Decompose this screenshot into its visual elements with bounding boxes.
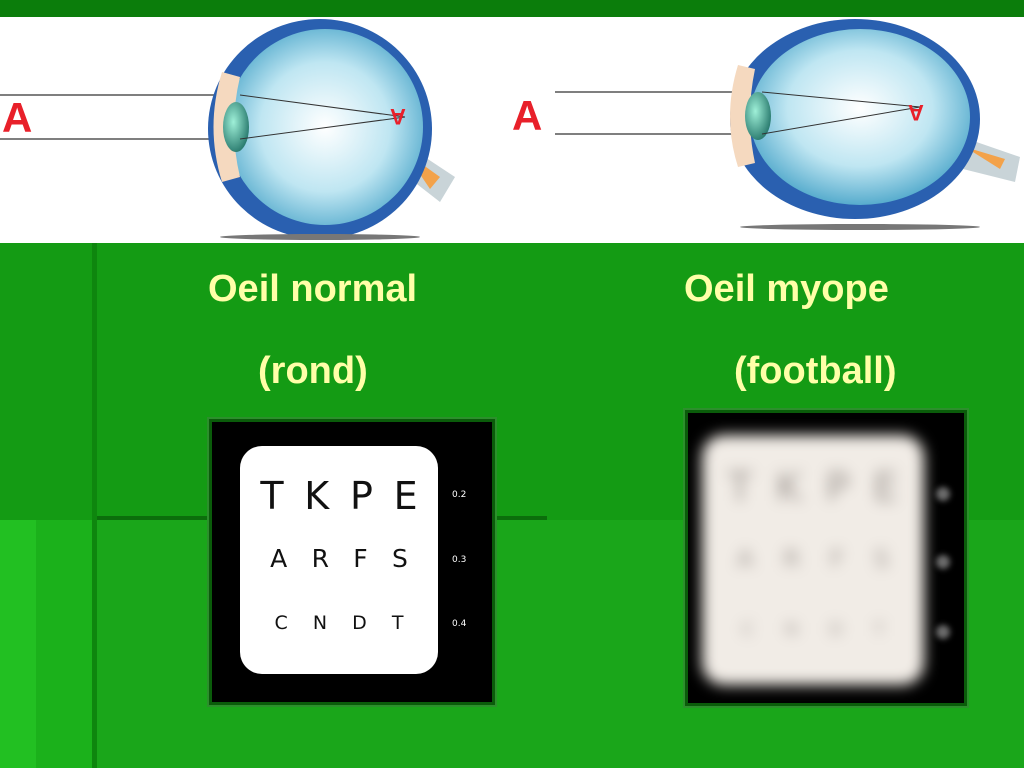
chart-letter: R (783, 545, 801, 573)
chart-letter: F (829, 545, 844, 573)
object-letter-myopic: A (512, 92, 543, 139)
chart-letter: E (393, 474, 418, 518)
chart-letter: D (352, 612, 367, 634)
chart-letter: T (727, 465, 753, 511)
decor-vertical-line (92, 243, 97, 768)
chart-row-3: C N D T (702, 620, 924, 640)
chart-letter: P (349, 474, 373, 518)
chart-letter: T (260, 474, 284, 518)
acuity-dot (936, 625, 950, 639)
chart-letter: N (312, 612, 328, 634)
chart-letter: C (274, 612, 288, 634)
chart-letter: T (391, 612, 404, 634)
chart-letter: K (304, 474, 330, 518)
acuity-label: 0.3 (452, 555, 467, 565)
normal-eye-diagram (0, 19, 455, 240)
eye-chart-card: T K P E A R F S C N D T (240, 446, 438, 674)
blurred-chart-content: T K P E A R F S C N D T (688, 413, 964, 703)
decor-band-mid (36, 520, 96, 768)
chart-letter: E (872, 465, 899, 511)
chart-row-1: T K P E (702, 465, 924, 511)
caption-myopic-title: Oeil myope (684, 268, 889, 310)
eye-chart-card-blurred: T K P E A R F S C N D T (702, 435, 924, 685)
chart-letter: A (736, 545, 754, 573)
chart-letter: N (785, 620, 798, 640)
chart-row-2: A R F S (702, 545, 924, 573)
acuity-dot (936, 487, 950, 501)
acuity-dot (936, 555, 950, 569)
eye-chart-blurred: T K P E A R F S C N D T (685, 410, 967, 706)
chart-letter: C (741, 620, 754, 640)
chart-letter: R (311, 544, 329, 573)
acuity-label: 0.4 (452, 619, 467, 629)
chart-letter: D (829, 620, 843, 640)
decor-band-left (0, 520, 36, 768)
chart-row-3: C N D T (240, 612, 438, 634)
caption-myopic-sub: (football) (734, 350, 897, 392)
top-bar (0, 0, 1024, 17)
image-letter-normal: A (390, 104, 406, 129)
chart-letter: T (873, 620, 885, 640)
acuity-label: 0.2 (452, 490, 467, 500)
chart-row-2: A R F S (240, 544, 438, 573)
chart-letter: F (353, 544, 368, 573)
caption-normal-title: Oeil normal (208, 268, 418, 310)
chart-letter: P (825, 465, 850, 511)
chart-letter: A (270, 544, 288, 573)
image-letter-myopic: A (908, 100, 924, 125)
object-letter-normal: A (2, 94, 33, 141)
chart-letter: S (391, 544, 408, 573)
chart-letter: S (873, 545, 889, 573)
eye-chart-clear: T K P E A R F S C N D T 0.2 0.3 0.4 (209, 419, 495, 705)
caption-normal-sub: (rond) (258, 350, 368, 392)
chart-row-1: T K P E (240, 474, 438, 518)
myopic-eye-diagram (555, 19, 1020, 230)
chart-letter: K (775, 465, 802, 511)
